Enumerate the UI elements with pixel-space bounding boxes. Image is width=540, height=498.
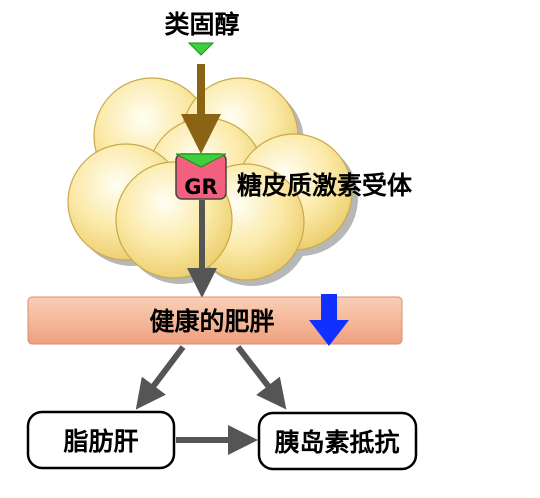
- receptor-label: 糖皮质激素受体: [237, 171, 413, 200]
- gr-badge: GR: [175, 153, 227, 200]
- decrease-arrow-icon: [309, 294, 349, 346]
- receptor-bound-marker: [175, 153, 227, 168]
- insulin-resistance-label: 胰岛素抵抗: [274, 428, 399, 457]
- gr-badge-text: GR: [184, 175, 217, 199]
- band-to-fatty-liver-arrow: [135, 345, 186, 410]
- steroid-label: 类固醇: [164, 10, 239, 39]
- band-label: 健康的肥胖: [149, 307, 274, 336]
- fatty-liver-label: 脂肪肝: [63, 427, 138, 456]
- healthy-obesity-band: 健康的肥胖: [27, 296, 403, 345]
- insulin-resistance-box: 胰岛素抵抗: [257, 411, 418, 471]
- fatty-liver-box: 脂肪肝: [26, 410, 176, 470]
- steroid-marker: [187, 42, 215, 56]
- band-to-insulin-resistance-arrow: [235, 345, 287, 410]
